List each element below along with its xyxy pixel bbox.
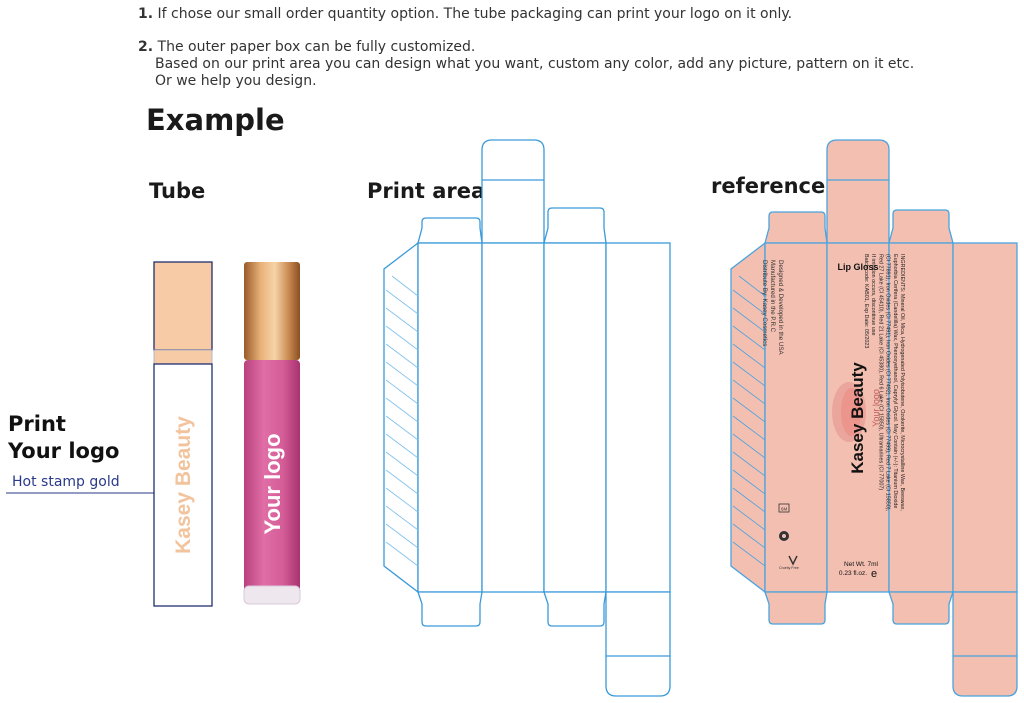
ingredients-text: INGREDIENTS: Mineral Oil, Mica, Hydrogen… [863, 254, 905, 512]
hot-stamp-label: Hot stamp gold [12, 474, 120, 490]
ingredients-line5: If irritation occurs, discontinue use [870, 254, 876, 336]
ingredients-line4: Red 27 Lake (CI 45410), Red 21 Lake (CI … [877, 254, 883, 490]
glue-flap [383, 241, 419, 594]
panel-3 [543, 242, 607, 593]
print-your-logo-label: Print Your logo [8, 411, 119, 465]
ingredients-line3: (CI 77891), Iron Oxides (CI 77491), Iron… [885, 254, 891, 512]
ref-bottom-tuck-flap [952, 591, 1018, 697]
pao-label: 6M [781, 507, 788, 512]
ref-brand-text: Kasey Beauty [848, 362, 867, 474]
tube-flat-diagram: Kasey Beauty [153, 261, 213, 607]
instruction-2-line1: The outer paper box can be fully customi… [157, 39, 476, 55]
pao-jar-icon [778, 503, 790, 513]
tube-cap-area [153, 261, 213, 351]
tube-body-area [153, 363, 213, 607]
reference-heading: reference [711, 174, 826, 198]
tube-brand-text: Kasey Beauty [172, 416, 195, 554]
ref-top-dust-flap-left [764, 211, 828, 244]
instruction-1: 1. If chose our small order quantity opt… [138, 6, 792, 23]
net-weight: Net Wt. 7ml [844, 561, 879, 568]
top-dust-flap-left [417, 217, 483, 244]
instruction-1-number: 1. [138, 6, 154, 22]
reference-dieline: Designed & Developed in the USA Manufact… [730, 139, 1018, 697]
top-tuck-flap [481, 139, 545, 244]
tube-neck-area [153, 349, 213, 365]
instruction-2-line2: Based on our print area you can design w… [155, 56, 915, 72]
bottom-dust-flap-left [417, 591, 483, 627]
ref-brand-sub: Your logo [871, 389, 881, 427]
ref-top-dust-flap-right [888, 209, 954, 244]
side-info-line3: Distribute By: Kasey Cosmetics [761, 260, 768, 346]
e-mark: e [871, 568, 877, 580]
ref-top-tuck-flap [826, 139, 890, 244]
print-area-dieline [383, 139, 671, 697]
ingredients-line1: INGREDIENTS: Mineral Oil, Mica, Hydrogen… [899, 254, 905, 511]
side-info-text: Designed & Developed in the USA Manufact… [761, 260, 784, 355]
tube-base [243, 585, 301, 605]
heart-icon [788, 555, 798, 566]
tube-cap-gold [244, 262, 300, 360]
top-dust-flap-right [543, 207, 607, 244]
print-label-line2: Your logo [8, 439, 120, 463]
ingredients-line6: Batch code: KAB01, Exp Date: 05/2023 [863, 254, 869, 348]
side-info-line1: Designed & Developed in the USA [777, 260, 784, 355]
tube-body-pink [244, 360, 300, 596]
ref-glue-hatch [732, 275, 766, 567]
example-heading: Example [146, 103, 285, 137]
cruelty-free-label: Cruelty Free [779, 566, 799, 570]
glue-hatch [385, 275, 419, 567]
bottom-dust-flap-right [543, 591, 607, 627]
instruction-1-text: If chose our small order quantity option… [157, 6, 793, 22]
ingredients-line2: Euphorbia Cerifera (Candelilla) Wax, Phe… [892, 254, 898, 508]
panel-2 [481, 242, 545, 593]
instruction-2: 2. The outer paper box can be fully cust… [138, 39, 475, 56]
print-label-line1: Print [8, 412, 66, 436]
ref-bottom-dust-flap-right [888, 591, 954, 625]
ref-panel-back [952, 242, 1018, 593]
panel-4 [605, 242, 671, 593]
tube-heading: Tube [149, 179, 206, 203]
product-name: Lip Gloss [837, 262, 878, 272]
arrow-icon [6, 488, 166, 498]
ref-bottom-dust-flap-left [764, 591, 828, 625]
side-info-line2: Manufactured in the P.R.C [769, 260, 776, 333]
tube-logo-text: Your logo [260, 433, 285, 534]
instruction-2-number: 2. [138, 39, 154, 55]
net-oz: 0.23 fl.oz. [839, 570, 867, 577]
lip-gloss-tube: Your logo [243, 262, 301, 605]
bottom-tuck-flap [605, 591, 671, 697]
panel-1 [417, 242, 483, 593]
side-icons: 6M Cruelty Free [778, 503, 799, 570]
instruction-2-line3: Or we help you design. [155, 73, 317, 89]
print-area-heading: Print area [367, 179, 486, 203]
ref-glue-flap [730, 241, 766, 594]
